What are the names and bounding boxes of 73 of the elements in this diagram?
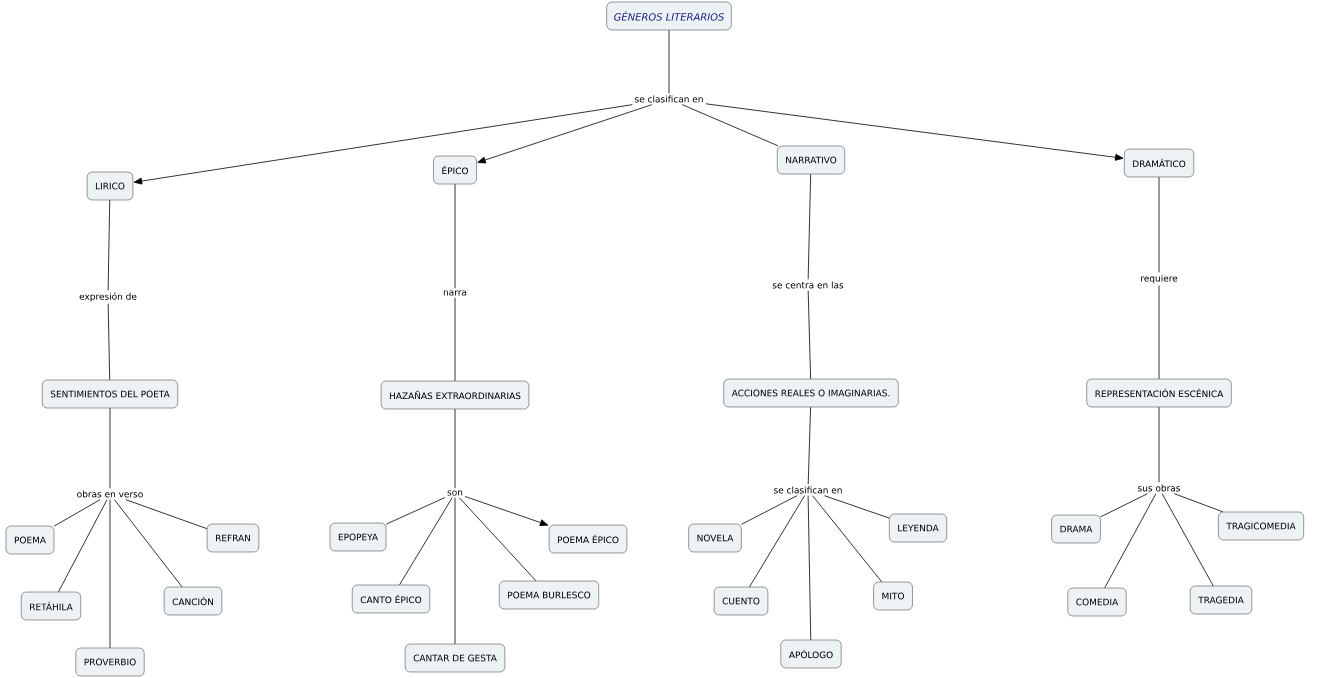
connector-line: [807, 173, 812, 280]
linking-phrase: expresión de: [77, 290, 139, 304]
connector-line: [114, 499, 183, 588]
connector-line: [454, 408, 456, 489]
linking-phrase: obras en verso: [74, 488, 146, 500]
concept-box: CANTO ÉPICO: [352, 584, 430, 614]
connector-line: [107, 303, 111, 381]
arrow: [477, 104, 653, 164]
concept-box: CANCIÓN: [163, 586, 223, 616]
concept-box: TRAGICOMEDIA: [1218, 511, 1304, 541]
arrow: [133, 104, 633, 185]
concept-box: POEMA BURLESCO: [499, 580, 599, 610]
connector-line: [681, 104, 779, 147]
linking-phrase: narra: [441, 288, 469, 298]
title-box: GÉNEROS LITERARIOS: [606, 1, 732, 31]
linking-phrase: son: [445, 488, 465, 498]
concept-box: ACCIONES REALES O IMAGINARIAS.: [723, 378, 899, 408]
connector-line: [109, 499, 111, 649]
connector-line: [807, 495, 812, 641]
connector-line: [454, 497, 456, 645]
concept-box: NARRATIVO: [777, 145, 845, 175]
connector-line: [385, 497, 446, 525]
concept-box: SENTIMIENTOS DEL POETA: [42, 379, 178, 409]
connector-line: [1158, 176, 1160, 273]
connector-line: [1100, 493, 1148, 518]
linking-phrase: requiere: [1138, 272, 1180, 286]
concept-box: EPOPEYA: [329, 522, 387, 552]
concept-box: PROVERBIO: [75, 647, 145, 677]
concept-box: REFRAN: [206, 523, 260, 553]
connector-line: [1158, 285, 1160, 380]
connector-line: [741, 495, 798, 525]
connector-line: [1158, 406, 1160, 483]
connector-line: [454, 183, 456, 289]
linking-phrase: se clasifican en: [632, 93, 706, 105]
connector-line: [53, 499, 101, 527]
concept-box: APÓLOGO: [780, 639, 842, 669]
concept-box: COMEDIA: [1067, 587, 1127, 617]
concept-box: LEYENDA: [889, 513, 947, 543]
concept-box: POEMA ÉPICO: [548, 524, 628, 554]
connector-line: [1161, 493, 1214, 587]
arrow: [705, 103, 1124, 161]
concept-box: CUENTO: [713, 586, 769, 616]
connector-line: [454, 297, 456, 382]
connector-line: [807, 290, 811, 380]
connector-line: [107, 199, 111, 291]
concept-box: HAZAÑAS EXTRAORDINARIAS: [380, 380, 530, 410]
connector-line: [58, 499, 108, 593]
connector-line: [824, 495, 890, 519]
concept-box: RETÁHILA: [21, 591, 81, 621]
arrow: [464, 496, 549, 526]
concept-box: LIRICO: [86, 171, 134, 201]
connector-line: [668, 29, 670, 94]
connector-line: [1173, 493, 1224, 513]
connector-line: [399, 497, 453, 586]
connector-line: [459, 497, 537, 582]
linking-phrase: se centra en las: [770, 279, 846, 291]
connector-line: [812, 495, 883, 583]
linking-phrase: se clasifican en: [771, 484, 845, 496]
concept-box: POEMA: [5, 525, 55, 555]
concept-box: REPRESENTACIÓN ESCÉNICA: [1086, 378, 1232, 408]
concept-box: TRAGEDIA: [1190, 585, 1253, 615]
concept-box: CANTAR DE GESTA: [404, 643, 506, 673]
concept-box: NOVELA: [688, 523, 742, 553]
linking-phrase: sus obras: [1135, 482, 1183, 494]
connector-line: [749, 495, 805, 588]
connector-line: [807, 406, 811, 485]
connector-line: [109, 407, 111, 489]
connector-line: [125, 499, 208, 530]
concept-box: MITO: [873, 581, 913, 611]
concept-box: ÉPICO: [433, 155, 477, 185]
concept-box: DRAMÁTICO: [1124, 148, 1194, 178]
concept-box: DRAMA: [1051, 514, 1101, 544]
connector-line: [1104, 493, 1157, 589]
